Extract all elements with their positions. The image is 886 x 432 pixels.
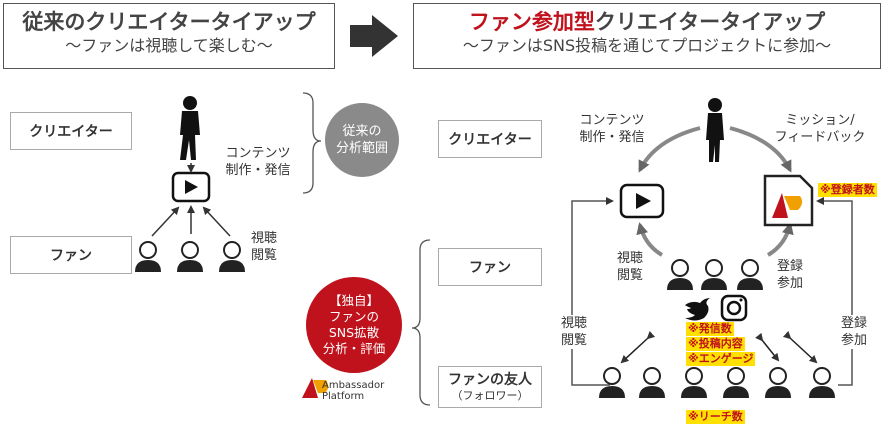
friend-icon	[638, 367, 666, 399]
right-content-text: コンテンツ 制作・発信	[579, 113, 645, 145]
friend-label-sub: （フォロワー）	[451, 389, 529, 402]
friend-icon	[722, 367, 750, 399]
left-header-title: 従来のクリエイタータイアップ	[22, 10, 316, 34]
arrow-fan1-to-content	[151, 206, 180, 237]
metric-registered: ※登録者数	[818, 183, 877, 197]
fan-icon	[176, 241, 204, 273]
transition-arrow-icon	[350, 15, 398, 57]
right-header: ファン参加型クリエイタータイアップ 〜ファンはSNS投稿を通じてプロジェクトに参…	[413, 3, 881, 69]
right-register-text: 登録 参加	[776, 259, 803, 291]
share-arrows	[620, 330, 818, 364]
fan-icon	[134, 241, 162, 273]
video-play-icon	[171, 171, 211, 203]
friend-icon	[598, 367, 626, 399]
left-view-text: 視聴 閲覧	[250, 231, 277, 263]
left-header: 従来のクリエイタータイアップ 〜ファンは視聴して楽しむ〜	[3, 3, 335, 69]
cycle-arrow-view	[636, 222, 664, 257]
cycle-arrow-mission	[729, 126, 792, 173]
friend-icon	[764, 367, 792, 399]
cycle-arrow-register	[766, 222, 794, 257]
friend-icon	[808, 367, 836, 399]
friends-register-arrow	[816, 197, 853, 386]
right-fan-label: ファン	[438, 248, 542, 286]
left-creator-label: クリエイター	[10, 112, 132, 150]
fan-icon	[666, 259, 694, 291]
video-play-icon	[619, 183, 665, 219]
left-fan-label: ファン	[10, 236, 132, 274]
right-creator-label: クリエイター	[438, 120, 542, 158]
creator-silhouette-icon	[180, 96, 200, 160]
logo-line-1: Ambassador	[322, 380, 385, 391]
creator-silhouette-icon	[706, 98, 724, 162]
twitter-icon	[685, 298, 710, 321]
right-header-title-rest: クリエイタータイアップ	[594, 10, 826, 34]
right-header-title: ファン参加型クリエイタータイアップ	[414, 9, 880, 35]
right-view-text: 視聴 閲覧	[616, 251, 643, 283]
metric-posts: ※発信数	[686, 322, 734, 336]
unique-scope-bracket	[411, 239, 431, 406]
traditional-scope-bracket	[302, 92, 322, 194]
right-view-text-side: 視聴 閲覧	[556, 315, 592, 349]
right-mission-text: ミッション/ フィードバック	[774, 113, 866, 145]
ambassador-logo-icon	[302, 378, 329, 398]
unique-analysis-circle: 【独自】 ファンの SNS拡散 分析・評価	[306, 277, 402, 373]
left-header-subtitle: 〜ファンは視聴して楽しむ〜	[65, 36, 273, 55]
ambassador-document-icon	[763, 174, 814, 227]
friend-label-main: ファンの友人	[448, 372, 532, 388]
metric-content: ※投稿内容	[686, 337, 745, 351]
traditional-analysis-circle: 従来の 分析範囲	[325, 103, 399, 177]
cycle-arrow-content	[638, 126, 701, 173]
right-register-text-side: 登録 参加	[836, 315, 872, 349]
right-header-title-accent: ファン参加型	[468, 10, 595, 34]
metric-reach: ※リーチ数	[686, 410, 745, 424]
left-content-text: コンテンツ 制作・発信	[225, 146, 291, 178]
fan-icon	[736, 259, 764, 291]
fan-icon	[700, 259, 728, 291]
right-friend-label: ファンの友人 （フォロワー）	[438, 366, 542, 408]
right-header-subtitle: 〜ファンはSNS投稿を通じてプロジェクトに参加〜	[462, 36, 832, 55]
ambassador-logo-text: Ambassador Platform	[322, 380, 384, 402]
friends-view-arrow	[571, 197, 614, 386]
arrow-fan3-to-content	[202, 206, 231, 237]
friend-icon	[680, 367, 708, 399]
instagram-icon	[720, 294, 748, 322]
fan-icon	[218, 241, 246, 273]
metric-engagement: ※エンゲージ	[686, 352, 756, 366]
logo-line-2: Platform	[322, 391, 365, 402]
